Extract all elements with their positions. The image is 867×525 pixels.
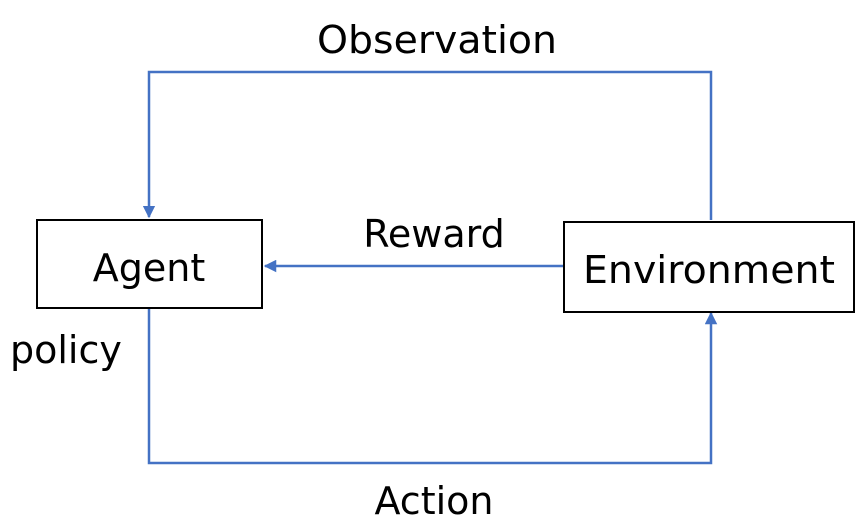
observation-label: Observation <box>317 18 557 62</box>
agent-label: Agent <box>93 246 205 290</box>
action-edge <box>147 308 718 465</box>
agent-node: Agent <box>36 219 263 309</box>
environment-box <box>563 221 855 313</box>
action-label: Action <box>374 479 493 523</box>
agent-box <box>36 219 263 309</box>
observation-edge <box>142 70 713 220</box>
environment-node: Environment <box>563 221 855 313</box>
policy-annotation: policy <box>10 328 122 372</box>
environment-label: Environment <box>583 248 835 292</box>
reward-label: Reward <box>363 212 505 256</box>
